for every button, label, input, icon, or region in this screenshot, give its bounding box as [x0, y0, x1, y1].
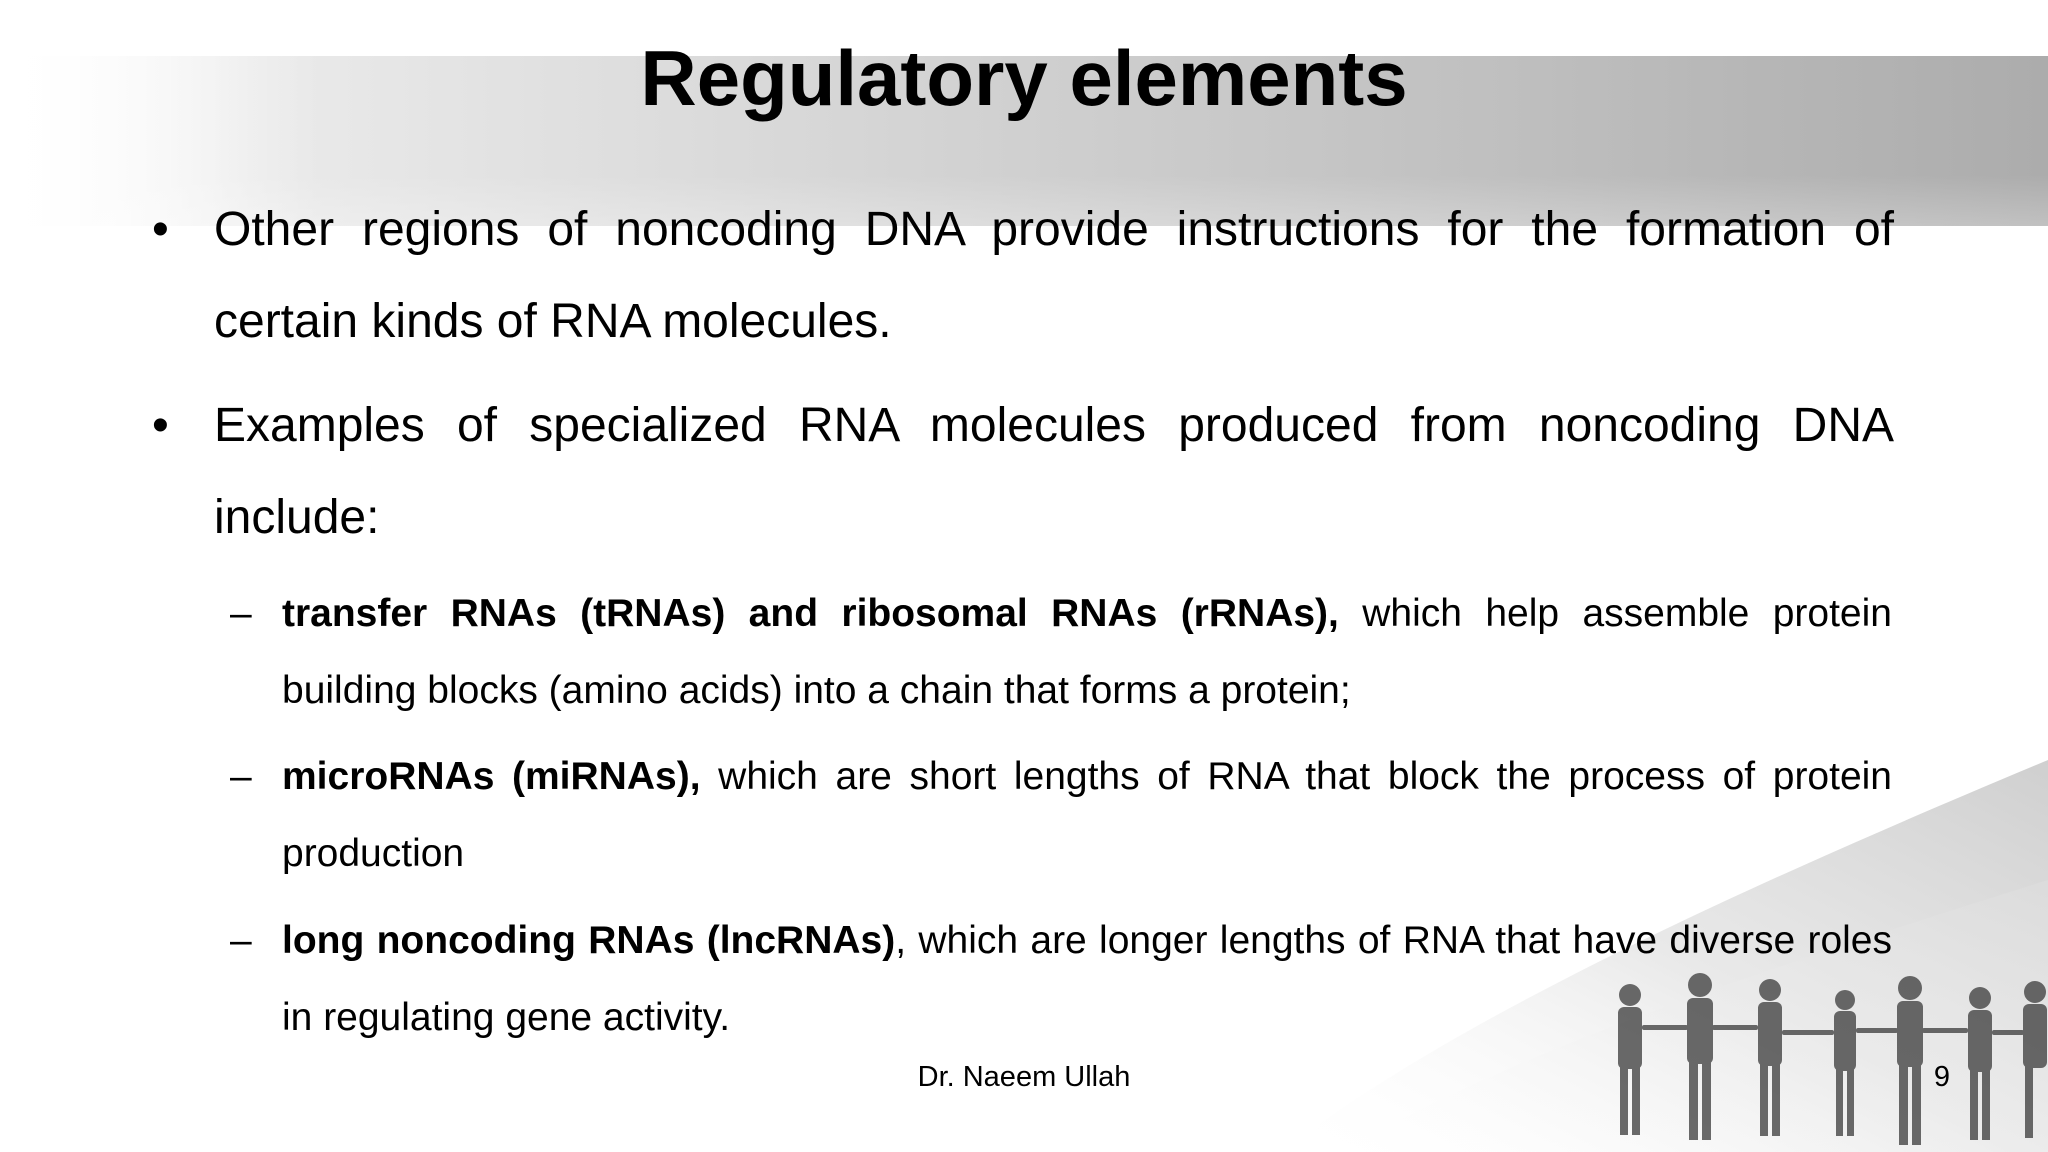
- people-silhouette-image: [1280, 760, 2048, 1152]
- bullet-item: • Examples of specialized RNA molecules …: [152, 380, 1894, 564]
- sub-bullet-item: – microRNAs (miRNAs), which are short le…: [230, 738, 1892, 892]
- sub-bullet-item: – transfer RNAs (tRNAs) and ribosomal RN…: [230, 575, 1892, 729]
- header-left-fade: [0, 56, 320, 226]
- slide-title: Regulatory elements: [640, 34, 1408, 122]
- sub-bullet-term: microRNAs (miRNAs),: [282, 755, 701, 798]
- page-number: 9: [1933, 1061, 1950, 1093]
- dash-mark: –: [230, 919, 252, 962]
- sub-bullet-term: transfer RNAs (tRNAs) and ribosomal RNAs…: [282, 592, 1339, 635]
- sub-bullet-text: microRNAs (miRNAs), which are short leng…: [282, 738, 1892, 892]
- footer-author: Dr. Naeem Ullah: [917, 1061, 1131, 1093]
- sub-bullet-item: – long noncoding RNAs (lncRNAs), which a…: [230, 902, 1892, 1056]
- sub-bullet-text: transfer RNAs (tRNAs) and ribosomal RNAs…: [282, 575, 1892, 729]
- dash-mark: –: [230, 592, 252, 635]
- header-fade: [0, 56, 2048, 226]
- bullet-mark: •: [152, 203, 169, 256]
- bullet-item: • Other regions of noncoding DNA provide…: [152, 184, 1894, 368]
- sub-bullet-description: which help assemble protein building blo…: [282, 592, 1892, 712]
- bullet-text: Other regions of noncoding DNA provide i…: [214, 203, 1894, 348]
- sub-bullet-description: which are short lengths of RNA that bloc…: [282, 755, 1892, 875]
- sub-bullet-text: long noncoding RNAs (lncRNAs), which are…: [282, 902, 1892, 1056]
- header-gradient-band: [0, 56, 2048, 226]
- bullet-text: Examples of specialized RNA molecules pr…: [214, 399, 1894, 544]
- bullet-mark: •: [152, 399, 169, 452]
- sub-bullet-description: , which are longer lengths of RNA that h…: [282, 919, 1892, 1039]
- dash-mark: –: [230, 755, 252, 798]
- sub-bullet-term: long noncoding RNAs (lncRNAs): [282, 919, 896, 962]
